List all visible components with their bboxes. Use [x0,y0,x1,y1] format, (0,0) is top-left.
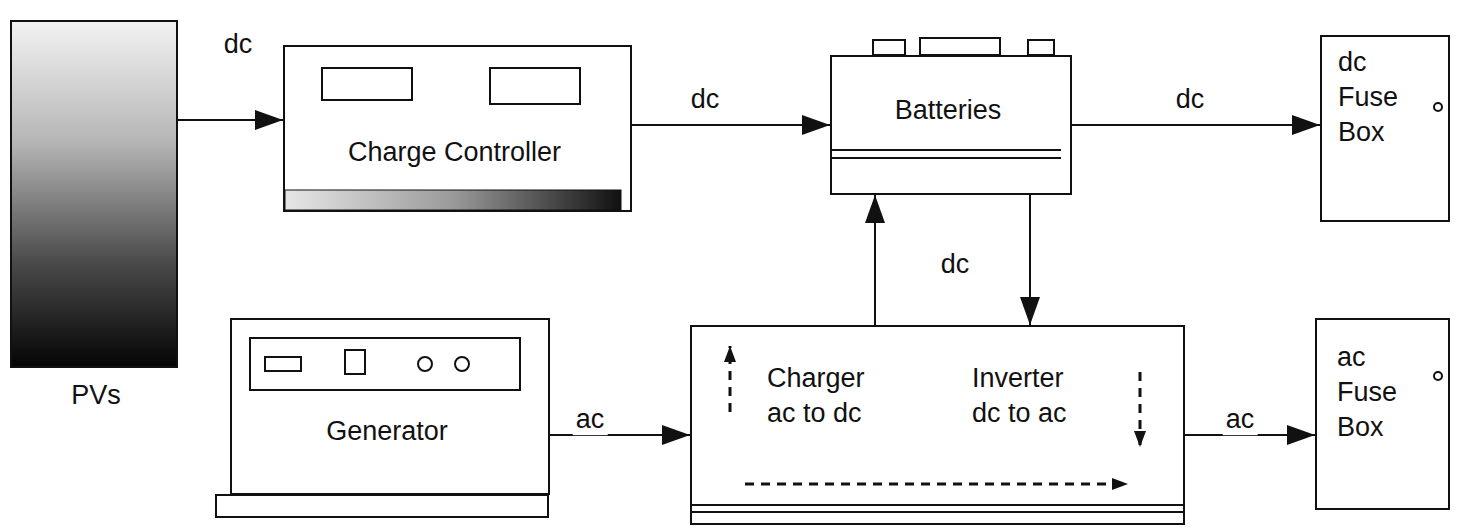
box-label: Charger ac to dc [767,361,889,431]
battery-base-lines [831,157,1061,159]
flow-label: dc [688,85,723,115]
generator: Generator [230,318,550,495]
flow-label: dc [1173,85,1208,115]
generator-panel [418,357,432,371]
battery-terminals [920,38,1000,55]
generator-panel [455,357,469,371]
charger-base-lines [691,511,1184,513]
charger-base-lines [691,504,1184,506]
generator-base [216,495,548,517]
flow-label: ac [573,405,608,435]
flow-label: ac [1223,405,1258,435]
charger-inverter: Charger ac to dc Inverter dc to ac [690,325,1185,525]
battery-base-lines [831,150,1061,158]
pv-array: PVs [10,20,178,368]
charger-flow-arrows [729,346,732,412]
battery-terminals [1028,40,1054,55]
charger-flow-arrows [730,346,1140,484]
battery-terminals [873,38,1054,55]
flow-arrow [178,119,283,121]
generator-panel [265,357,301,371]
box-label: PVs [12,378,180,413]
box-label: Batteries [832,93,1064,128]
flow-arrow [1029,195,1031,325]
flow-label: dc [221,30,256,60]
fuse-box-knob [1434,103,1442,111]
controller-base [285,190,621,210]
controller-base [285,190,621,210]
flow-arrow [1185,434,1315,436]
flow-arrow [632,124,830,126]
fuse-box-knob [1434,103,1442,380]
box-label: Generator [232,414,542,449]
generator-panel [250,338,520,390]
controller-displays [490,68,580,104]
charge-controller: Charge Controller [283,45,632,212]
dc-fuse-box: dc Fuse Box [1320,35,1450,222]
flow-arrow [550,434,690,436]
charger-base-lines [691,505,1184,512]
battery-terminals [873,40,905,55]
box-label: ac Fuse Box [1337,340,1417,445]
ac-fuse-box: ac Fuse Box [1315,318,1450,510]
box-label: Charge Controller [285,135,624,170]
charger-flow-arrows [745,483,1128,486]
generator-base [216,495,548,517]
fuse-box-knob [1434,372,1442,380]
battery-bank: Batteries [830,55,1072,195]
controller-displays [322,68,412,100]
generator-panel [345,350,365,374]
battery-base-lines [831,149,1061,151]
generator-panel [250,338,520,390]
flow-arrow [1072,124,1320,126]
charger-flow-arrows [1139,372,1142,447]
controller-displays [322,68,580,104]
flow-arrow [874,195,876,325]
box-label: dc Fuse Box [1338,45,1418,150]
box-label-2: Inverter dc to ac [972,361,1094,431]
flow-label: dc [938,250,973,280]
